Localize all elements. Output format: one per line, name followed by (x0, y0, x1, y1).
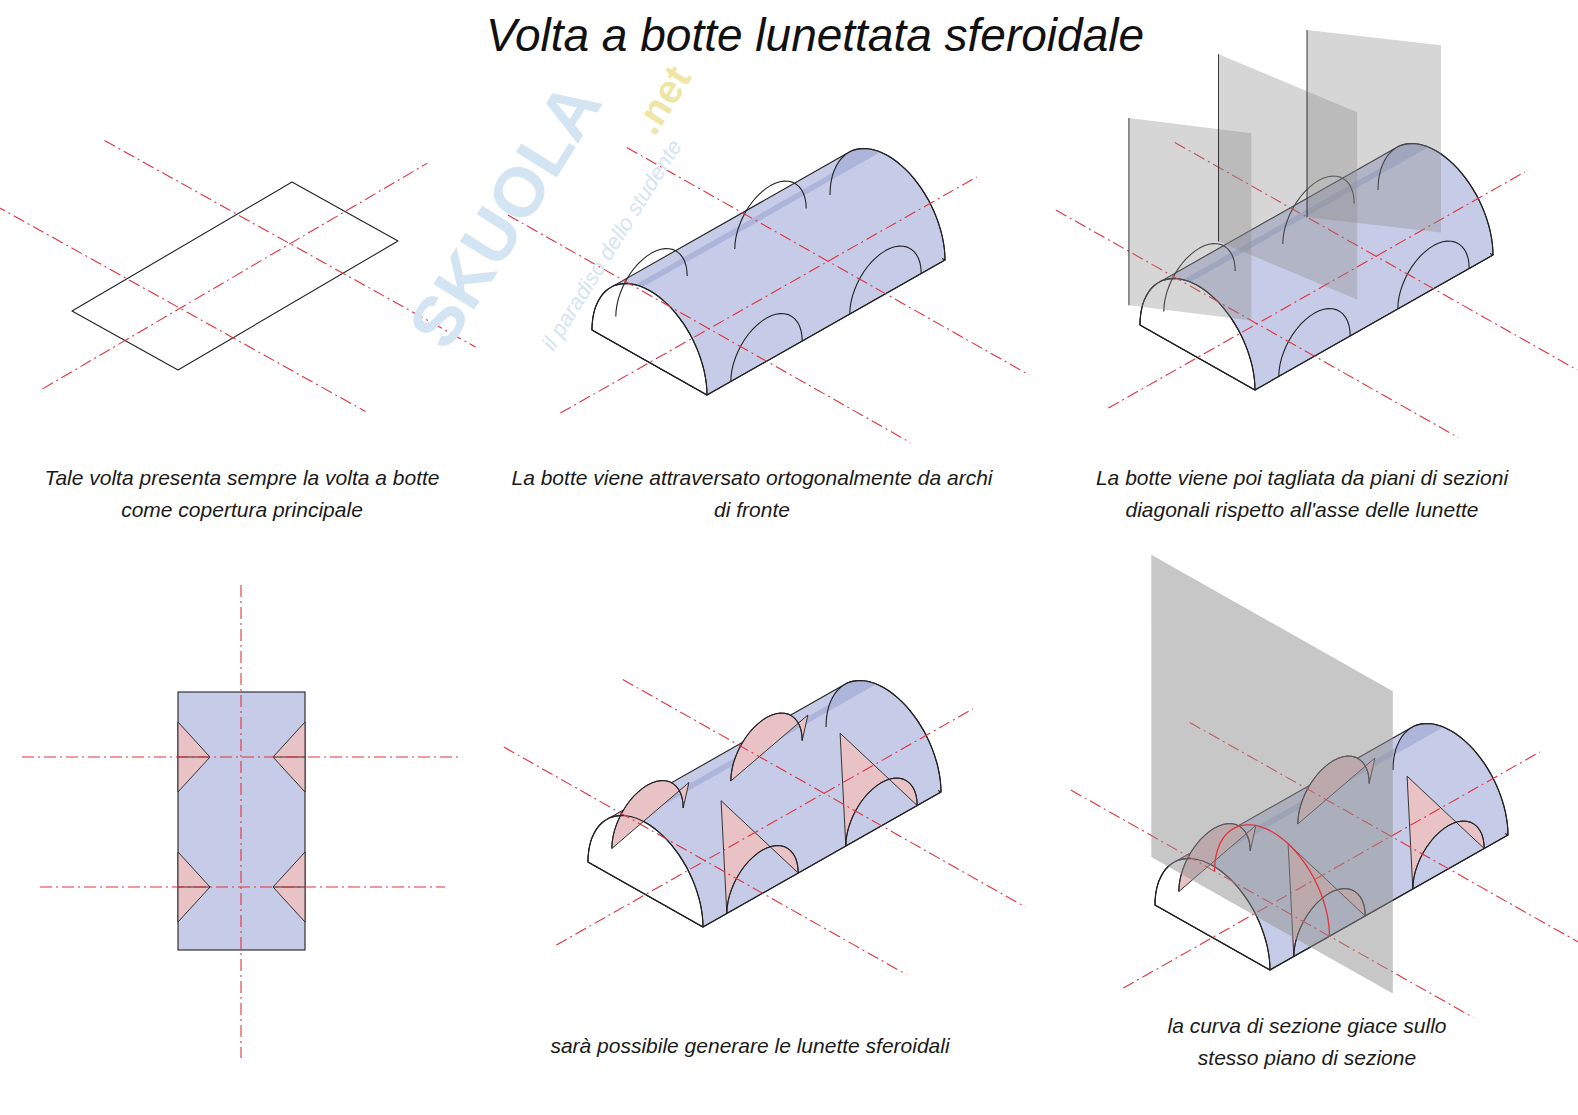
diagram-title: Volta a botte lunettata sferoidale (486, 8, 1144, 62)
watermark: SKUOLA (393, 68, 617, 361)
axis-line (627, 148, 1030, 376)
panel-caption: la curva di sezione giace sullo stesso p… (1157, 1010, 1457, 1074)
panel-caption: La botte viene poi tagliata da piani di … (1057, 462, 1547, 526)
barrel-vault (588, 681, 941, 928)
barrel-shading (596, 149, 881, 308)
panel-caption: sarà possibile generare le lunette sfero… (510, 1030, 990, 1062)
axis-line (240, 585, 241, 1058)
spheroidal-lunette (840, 733, 917, 846)
plane-edge (1307, 30, 1308, 217)
section-plane (1151, 555, 1393, 994)
axis-line (556, 709, 973, 945)
axis-line (0, 205, 366, 412)
watermark: .net (624, 58, 700, 142)
base-edge (592, 258, 945, 395)
section-curve (1215, 825, 1330, 937)
axis-line (623, 680, 1026, 908)
spheroidal-lunette (721, 801, 798, 914)
panel-caption: Tale volta presenta sempre la volta a bo… (42, 462, 442, 526)
axis-line (22, 756, 462, 757)
plane-edge (1128, 118, 1129, 305)
panel-caption: La botte viene attraversato ortogonalmen… (502, 462, 1002, 526)
spheroidal-lunette (1407, 776, 1484, 889)
axis-line (504, 747, 907, 975)
axis-line (40, 886, 445, 887)
base-edge (588, 790, 941, 927)
axis-line (43, 163, 428, 389)
plane-edge (1218, 54, 1219, 241)
section-plane (1307, 30, 1441, 232)
